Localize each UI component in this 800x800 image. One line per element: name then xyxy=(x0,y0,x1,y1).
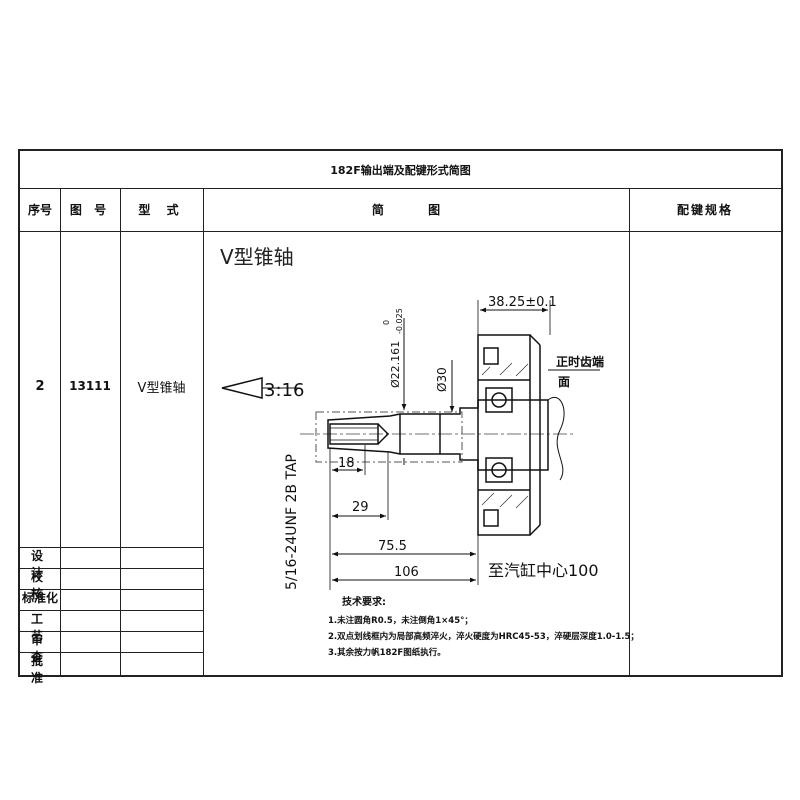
note-2: 2.双点划线框内为局部高频淬火，淬火硬度为HRC45-53，淬硬层深度1.0-1… xyxy=(328,631,639,642)
to-cylinder-text: 至汽缸中心100 xyxy=(488,561,599,580)
header-sketch: 简 图 xyxy=(371,203,461,217)
signoff-line xyxy=(20,568,203,569)
timing-end-label-line1: 正时齿端 xyxy=(556,354,604,369)
shaft-body xyxy=(327,399,549,471)
notes-title: 技术要求: xyxy=(342,595,386,608)
dim-106-text: 106 xyxy=(394,565,419,580)
signoff-check: 校 核 xyxy=(30,570,49,601)
header-drawing-no: 图 号 xyxy=(69,203,111,217)
note-3: 3.其余按力帆182F图纸执行。 xyxy=(328,647,446,658)
col-divider-4 xyxy=(629,188,630,675)
signoff-line xyxy=(20,631,203,632)
signoff-line xyxy=(20,547,203,548)
header-key-spec: 配键规格 xyxy=(676,203,733,217)
dim-18-text: 18 xyxy=(338,456,355,471)
dim-75-5-text: 75.5 xyxy=(378,539,407,554)
dim-width-top: 38.25±0.1 xyxy=(477,295,557,335)
dim-106: 106 至汽缸中心100 xyxy=(332,560,599,585)
timing-end-label: 正时齿端 面 xyxy=(548,354,604,389)
signoff-line xyxy=(20,589,203,590)
thread-spec: 5/16-24UNF 2B TAP xyxy=(284,454,300,590)
col-divider-2 xyxy=(120,188,121,675)
hatching xyxy=(481,362,529,509)
signoff-approve: 批 准 xyxy=(30,654,49,685)
note-1: 1.未注圆角R0.5，未注倒角1×45°； xyxy=(328,615,473,626)
taper-symbol: 3:16 xyxy=(221,377,304,401)
technical-notes: 技术要求: 1.未注圆角R0.5，未注倒角1×45°； 2.双点划线框内为局部高… xyxy=(328,595,639,658)
header-index: 序号 xyxy=(27,203,52,217)
dim-width-top-text: 38.25±0.1 xyxy=(488,295,557,310)
dim-diam-shaft: Ø30 xyxy=(435,360,455,412)
dim-29-text: 29 xyxy=(352,500,369,515)
signoff-line xyxy=(20,652,203,653)
taper-ratio: 3:16 xyxy=(264,380,304,401)
sheet-title: 182F输出端及配键形式简图 xyxy=(330,163,471,177)
dim-diam-taper: Ø22.161 0 -0.025 xyxy=(382,308,407,465)
dim-75-5: 75.5 xyxy=(332,472,479,560)
dim-diam-shaft-text: Ø30 xyxy=(435,367,449,392)
signoff-review: 审 查 xyxy=(30,633,49,664)
dim-diam-taper-tol-bottom: -0.025 xyxy=(395,308,404,334)
row-drawing-no: 13111 xyxy=(69,379,111,393)
dim-diam-taper-tol-top: 0 xyxy=(382,320,391,325)
dim-diam-taper-text: Ø22.161 xyxy=(389,341,402,388)
header-type: 型 式 xyxy=(138,203,185,217)
signoff-process: 工 艺 xyxy=(30,612,49,643)
signoff-line xyxy=(20,610,203,611)
housing-flange xyxy=(477,334,565,536)
dim-29: 29 xyxy=(332,452,389,520)
signoff-standard: 标准化 xyxy=(21,591,58,605)
timing-end-label-line2: 面 xyxy=(558,375,570,389)
col-divider-3 xyxy=(203,188,204,675)
header-divider xyxy=(20,231,781,232)
row-index: 2 xyxy=(35,378,45,394)
dim-18: 18 xyxy=(329,445,366,590)
hardening-zone xyxy=(315,411,463,463)
drawing-label: V型锥轴 xyxy=(220,245,294,269)
signoff-design: 设 计 xyxy=(30,549,49,580)
col-divider-1 xyxy=(60,188,61,675)
title-divider xyxy=(20,188,781,189)
drawing-sheet: 182F输出端及配键形式简图 序号 图 号 型 式 简 图 配键规格 2 131… xyxy=(18,149,783,685)
row-type: V型锥轴 xyxy=(137,380,186,396)
